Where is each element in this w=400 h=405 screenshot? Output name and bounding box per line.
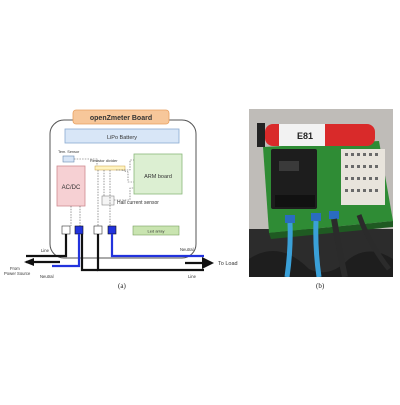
battery-label: LiPo Battery — [107, 135, 137, 141]
line-out-label: Line — [188, 274, 197, 279]
caption-b: (b) — [316, 282, 325, 290]
line-out-terminal — [93, 225, 103, 235]
wires — [26, 234, 204, 272]
neutral-out-label: Neutral — [180, 247, 194, 252]
hall-sensor-label: Hall current sensor — [117, 200, 159, 206]
neutral-in-terminal — [74, 225, 84, 235]
led-array-box — [132, 225, 180, 236]
photo-marking: E81 — [297, 131, 313, 141]
board-photo: E81 — [249, 109, 393, 277]
temp-sensor-label: Tem. Sensor — [58, 150, 80, 154]
acdc-box — [56, 165, 86, 207]
arm-box — [133, 153, 183, 195]
arm-label: ARM board — [144, 174, 172, 180]
led-array-label: Led array — [148, 229, 165, 234]
board-title-box — [72, 109, 170, 125]
arrow-to-load — [202, 257, 214, 269]
resistor-divider — [94, 165, 126, 171]
temp-sensor-box — [62, 155, 75, 163]
signal-lines — [70, 158, 134, 228]
from-source-label-1: From — [10, 266, 20, 271]
acdc-label: AC/DC — [62, 185, 81, 191]
line-in-label: Line — [41, 248, 50, 253]
to-load-label: To Load — [218, 261, 238, 267]
neutral-out-terminal — [107, 225, 117, 235]
hall-sensor-box — [101, 195, 115, 206]
resistor-divider-label: Resistor divider — [90, 158, 118, 163]
neutral-in-label: Neutral — [40, 274, 54, 279]
line-in-terminal — [61, 225, 71, 235]
battery-box — [64, 128, 180, 144]
caption-a: (a) — [118, 282, 126, 290]
board-title: openZmeter Board — [90, 115, 152, 122]
from-source-label-2: Power Source — [4, 271, 31, 276]
